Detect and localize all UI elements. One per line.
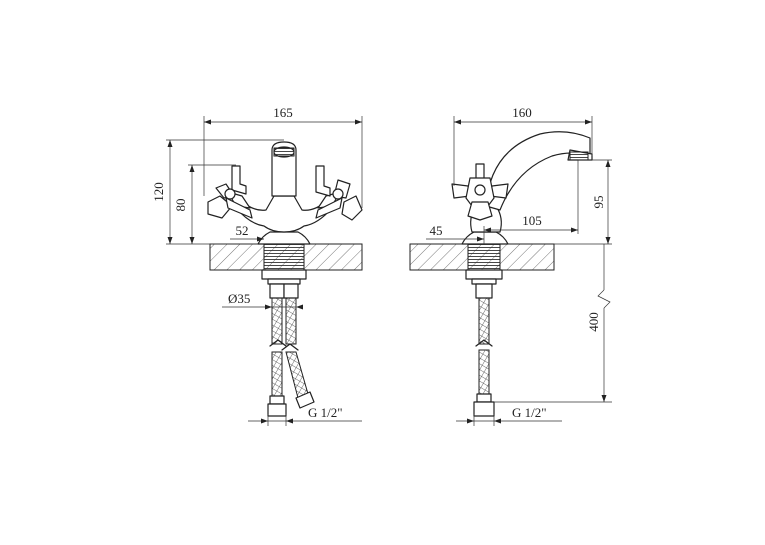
dim-front-handle-height: 80: [173, 164, 236, 244]
dim-side-hose-length: 400: [494, 244, 612, 403]
dim-side-thread: G 1/2": [456, 405, 562, 426]
front-aerator-ring: [273, 147, 295, 157]
front-lock-nut: [261, 269, 307, 280]
front-supply-hoses: [267, 283, 315, 417]
dim-front-hole: Ø35: [222, 291, 303, 312]
dim-side-outlet-height-label: 95: [591, 196, 606, 209]
dim-side-base-offset-label: 45: [430, 223, 443, 238]
side-mounting-shank: [467, 243, 501, 271]
dim-front-spacing: 52: [230, 223, 264, 242]
dim-front-spacing-label: 52: [236, 223, 249, 238]
side-washer: [471, 278, 497, 285]
dim-side-spout-reach: 105: [484, 160, 579, 234]
side-lock-nut: [465, 269, 503, 280]
dim-front-thread: G 1/2": [248, 405, 362, 426]
front-mounting-shank: [263, 243, 305, 271]
dim-side-reach: 160: [453, 105, 593, 186]
front-body: [235, 195, 333, 233]
dim-front-handle-height-label: 80: [173, 199, 188, 212]
dim-front-width: 165: [203, 105, 363, 208]
dim-front-width-label: 165: [273, 105, 293, 120]
side-view: 160 95 105 45: [409, 105, 612, 426]
front-right-cross-handle: [315, 165, 363, 221]
dim-side-base-offset: 45: [426, 223, 485, 244]
dim-side-spout-reach-label: 105: [522, 213, 542, 228]
side-spout: [485, 131, 591, 211]
dim-side-hose-length-label: 400: [586, 312, 601, 332]
dim-front-hole-label: Ø35: [228, 291, 250, 306]
side-cross-handle: [451, 163, 509, 221]
dim-side-thread-label: G 1/2": [512, 405, 547, 420]
dim-side-outlet-height: 95: [554, 159, 612, 245]
side-supply-hose: [473, 283, 495, 417]
side-aerator: [569, 151, 589, 161]
dim-front-total-height-label: 120: [151, 182, 166, 202]
front-washer: [267, 278, 301, 285]
front-left-cross-handle: [207, 165, 253, 219]
dim-side-reach-label: 160: [512, 105, 532, 120]
front-body-base: [257, 231, 311, 245]
side-body-base: [461, 231, 509, 245]
front-view: 165 120 80 52: [151, 105, 363, 426]
dim-front-total-height: 120: [151, 139, 284, 245]
dim-front-thread-label: G 1/2": [308, 405, 343, 420]
